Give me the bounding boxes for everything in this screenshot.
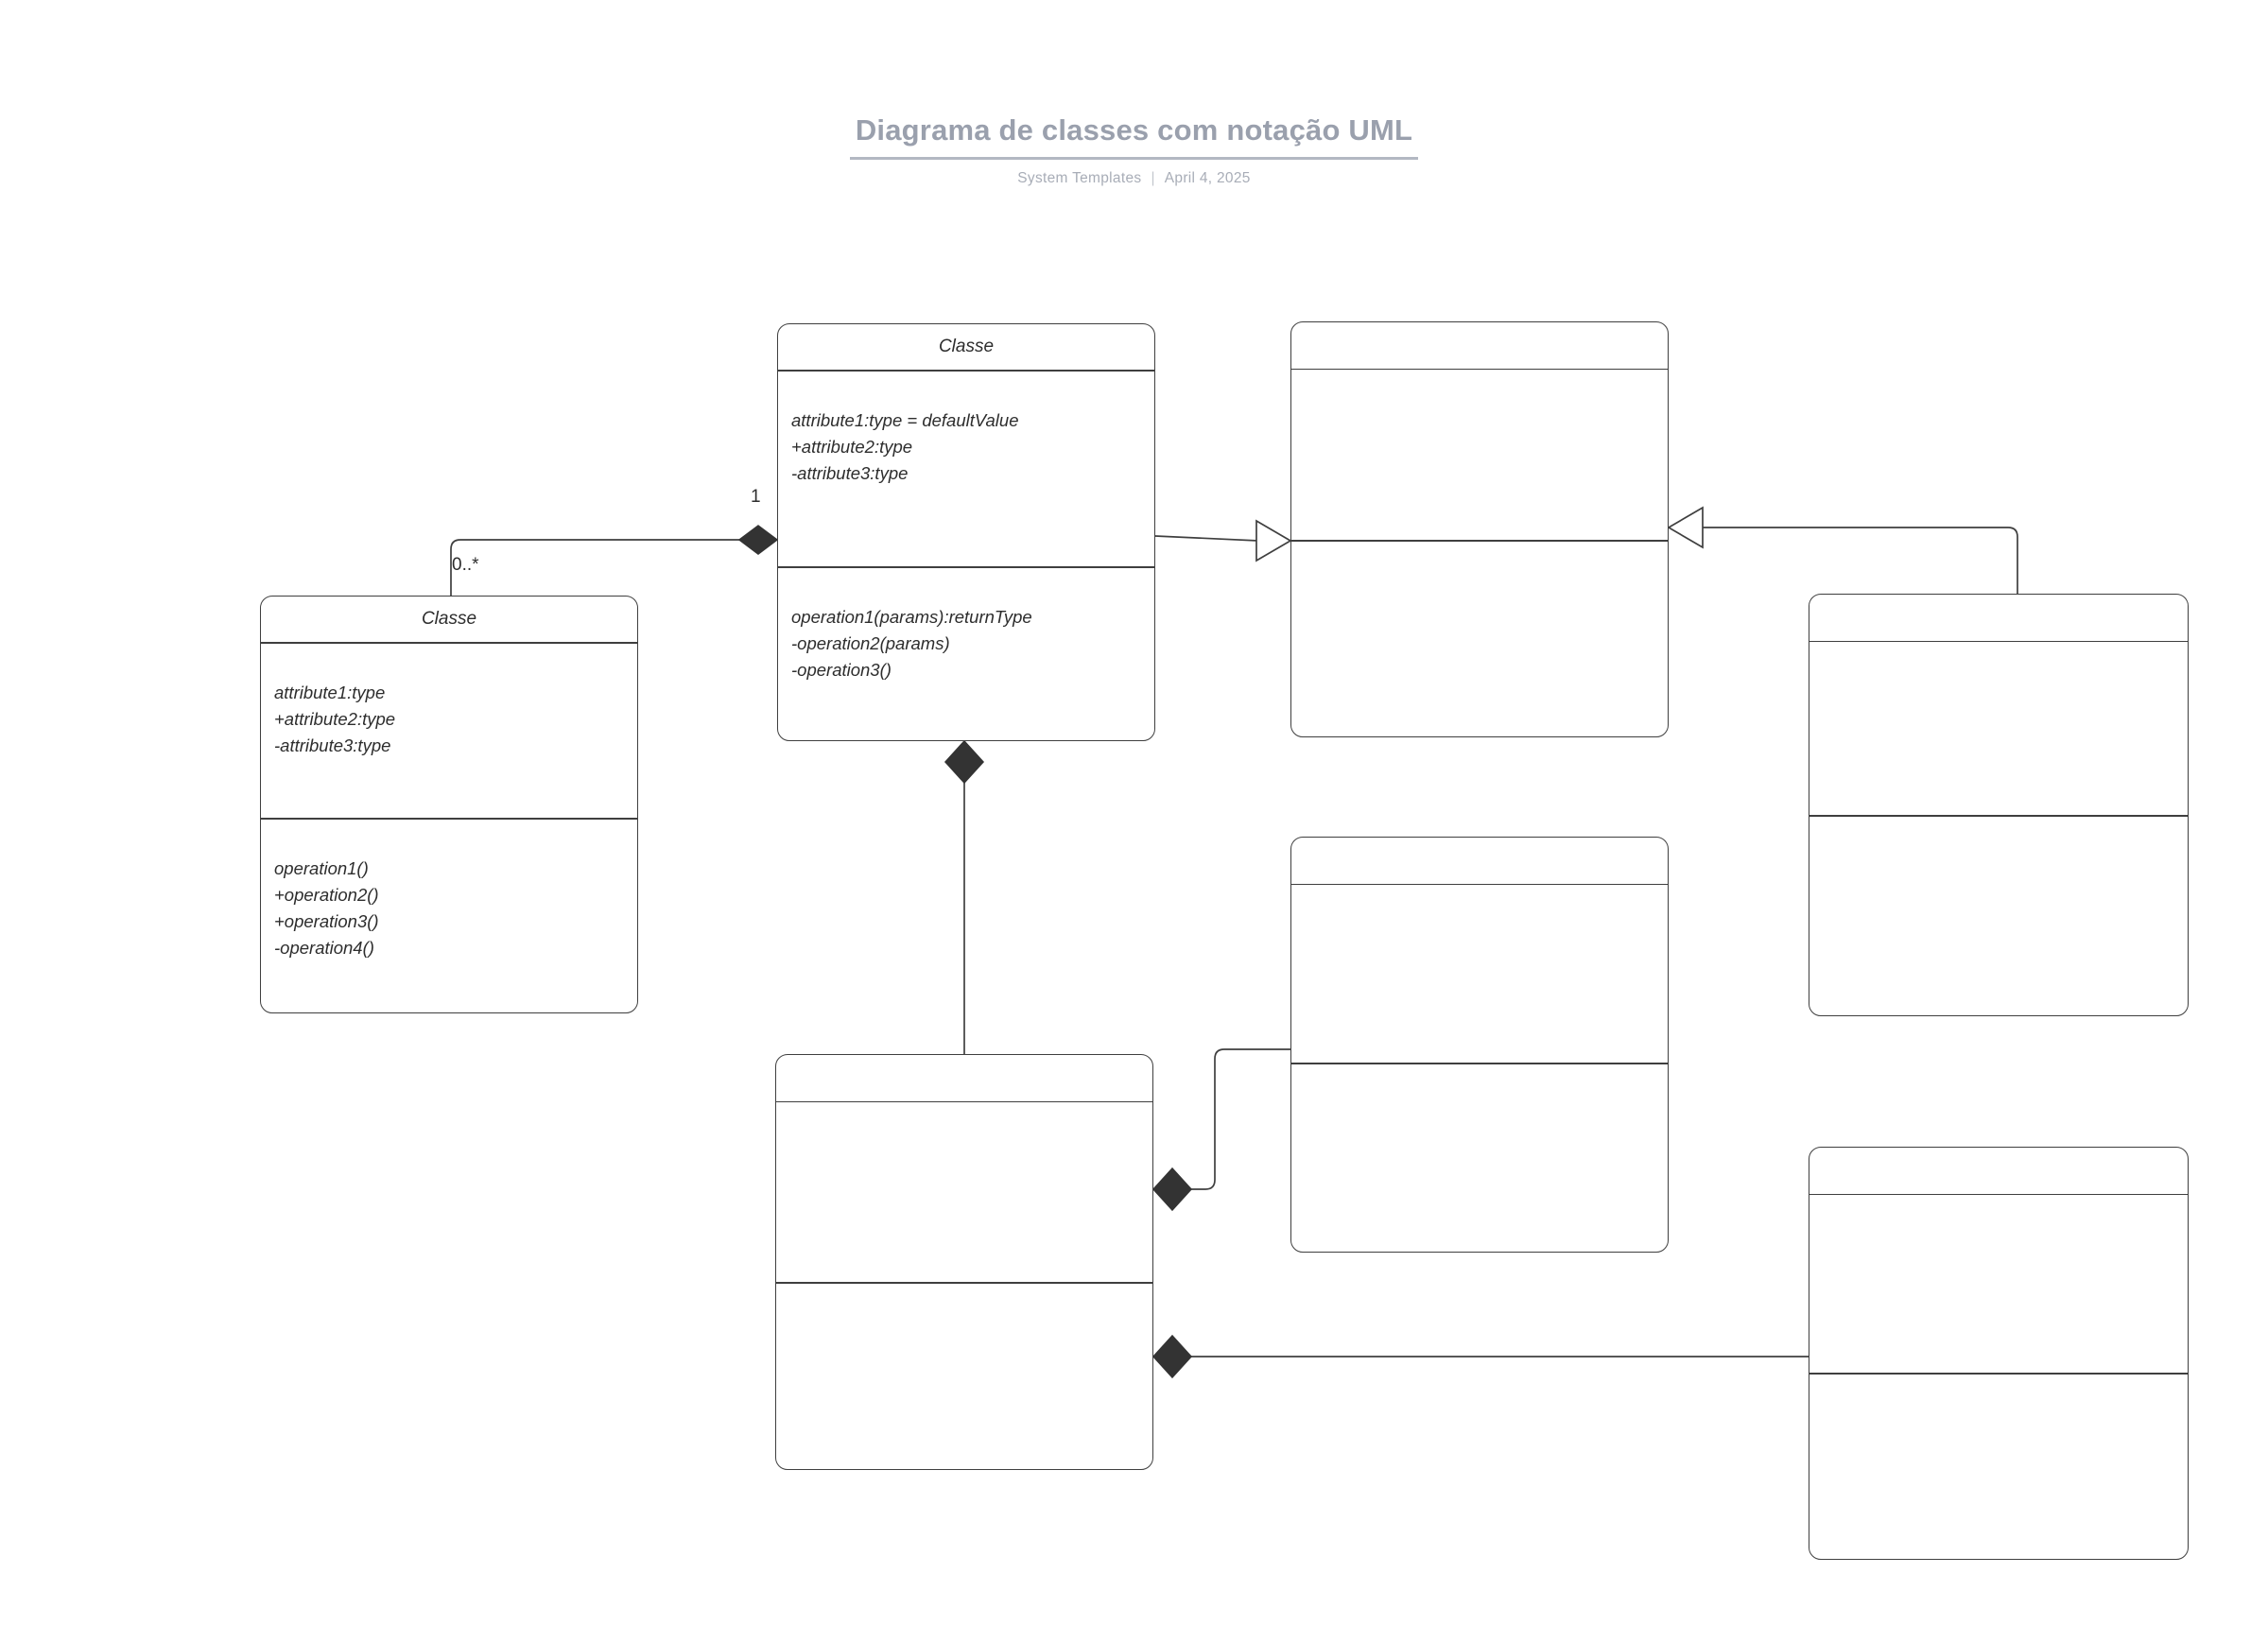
document-subtitle: System Templates | April 4, 2025 <box>0 170 2268 187</box>
uml-operations-compartment <box>1291 1064 1668 1252</box>
uml-class-name <box>776 1055 1152 1102</box>
hollow-triangle-marker-rightmid-topright <box>1667 506 1704 549</box>
document-date: April 4, 2025 <box>1164 169 1251 186</box>
uml-class-top-right[interactable] <box>1290 321 1669 737</box>
uml-operation: -operation2(params) <box>791 633 950 654</box>
uml-class-center[interactable]: Classe attribute1:type = defaultValue +a… <box>777 323 1155 741</box>
document-header: Diagrama de classes com notação UML Syst… <box>0 113 2268 187</box>
uml-attributes-compartment <box>1809 642 2188 817</box>
uml-class-left[interactable]: Classe attribute1:type +attribute2:type … <box>260 596 638 1013</box>
uml-operation: operation1() <box>274 858 369 878</box>
subtitle-separator: | <box>1151 169 1155 186</box>
uml-operations-compartment: operation1() +operation2() +operation3()… <box>261 820 637 1012</box>
uml-attribute: -attribute3:type <box>274 735 391 756</box>
uml-attributes-compartment <box>776 1102 1152 1284</box>
uml-attributes-compartment: attribute1:type = defaultValue +attribut… <box>778 372 1154 568</box>
uml-operations-compartment <box>1291 542 1668 736</box>
uml-operation: +operation3() <box>274 911 379 932</box>
uml-class-name <box>1291 322 1668 370</box>
uml-attributes-compartment <box>1291 885 1668 1064</box>
uml-attribute: attribute1:type <box>274 683 386 702</box>
connector-midright-to-bottomcenter <box>1178 1048 1290 1190</box>
connector-left-to-center <box>450 539 750 596</box>
uml-class-right-middle[interactable] <box>1809 594 2189 1016</box>
uml-class-name: Classe <box>261 597 637 644</box>
uml-class-name: Classe <box>778 324 1154 372</box>
uml-attributes-compartment <box>1809 1195 2188 1375</box>
uml-attribute: +attribute2:type <box>791 437 913 458</box>
uml-operation: -operation3() <box>791 660 892 681</box>
uml-attribute: +attribute2:type <box>274 709 396 730</box>
uml-operations-compartment <box>1809 1375 2188 1559</box>
page-title: Diagrama de classes com notação UML <box>849 113 1419 160</box>
filled-diamond-marker-left-center <box>737 525 779 555</box>
filled-diamond-marker-midright-bottomcenter <box>1151 1167 1193 1212</box>
uml-attribute: -attribute3:type <box>791 463 909 484</box>
uml-attributes-compartment <box>1291 370 1668 542</box>
uml-operations-compartment <box>1809 817 2188 1015</box>
filled-diamond-marker-bottomright-bottomcenter <box>1151 1334 1193 1379</box>
multiplicity-label-one: 1 <box>751 487 761 507</box>
uml-attribute: attribute1:type = defaultValue <box>791 410 1019 430</box>
uml-class-middle-right[interactable] <box>1290 837 1669 1253</box>
multiplicity-label-zero-to-many: 0..* <box>452 555 479 575</box>
connector-center-to-topright <box>1154 535 1259 542</box>
document-author: System Templates <box>1017 169 1142 186</box>
uml-class-bottom-center[interactable] <box>775 1054 1153 1470</box>
uml-operation: operation1(params):returnType <box>791 607 1032 627</box>
filled-diamond-marker-bottomcenter-center <box>944 739 985 785</box>
uml-operations-compartment: operation1(params):returnType -operation… <box>778 568 1154 740</box>
uml-class-bottom-right[interactable] <box>1809 1147 2189 1560</box>
uml-operation: -operation4() <box>274 938 374 959</box>
uml-attributes-compartment: attribute1:type +attribute2:type -attrib… <box>261 644 637 820</box>
uml-class-name <box>1809 1148 2188 1195</box>
uml-class-name <box>1809 595 2188 642</box>
hollow-triangle-marker-center-topright <box>1255 519 1292 562</box>
uml-class-name <box>1291 838 1668 885</box>
uml-operations-compartment <box>776 1284 1152 1469</box>
uml-operation: +operation2() <box>274 885 379 906</box>
